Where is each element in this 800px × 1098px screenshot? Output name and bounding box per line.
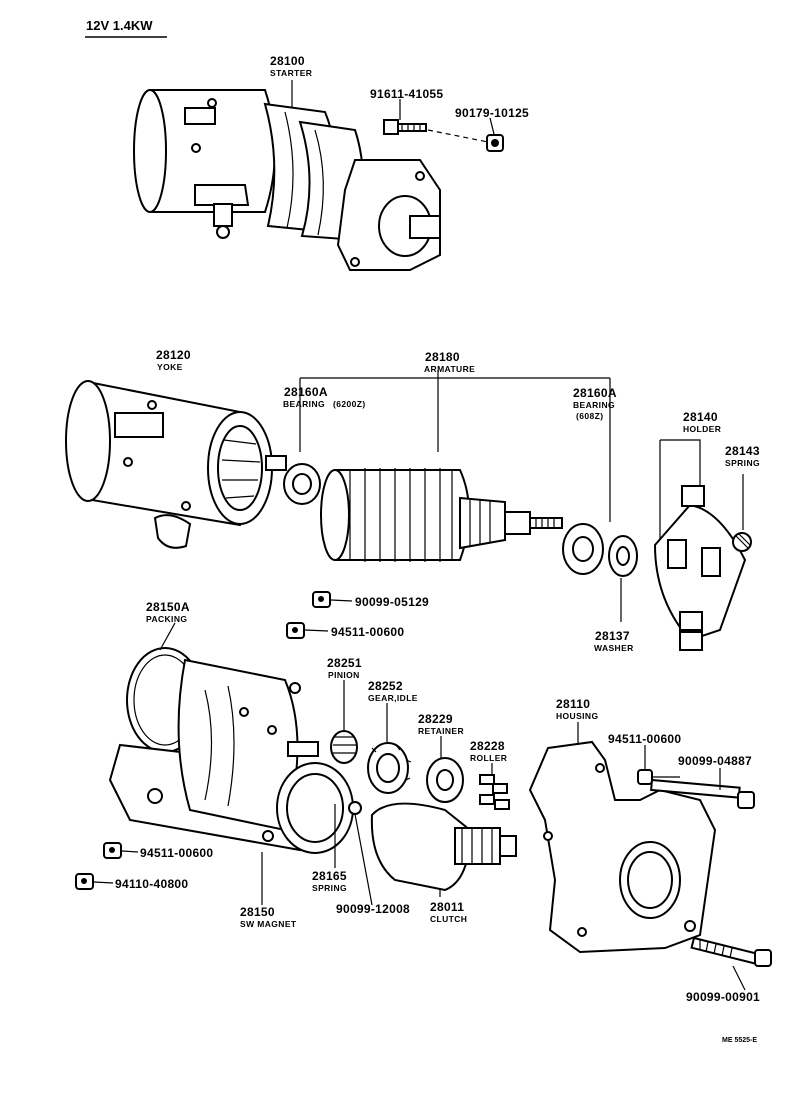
label-sw-magnet-num: 28150 [240,905,275,919]
label-roller-name: ROLLER [470,753,507,763]
label-armature-num: 28180 [425,350,460,364]
label-pinion-num: 28251 [327,656,362,670]
label-armature-name: ARMATURE [424,364,475,374]
washer-drawing [608,535,638,577]
label-gear-idle-num: 28252 [368,679,403,693]
label-clutch-num: 28011 [430,900,464,914]
label-packing-name: PACKING [146,614,187,624]
label-holder-num: 28140 [683,410,718,424]
label-nut-00600c: 94511-00600 [140,846,213,860]
label-washer-name: WASHER [594,643,634,653]
label-pinion-name: PINION [328,670,360,680]
holder-drawing [653,485,752,651]
label-ball: 90099-12008 [336,902,410,916]
bearing-left-drawing [283,463,321,505]
label-spring-b-name: SPRING [725,458,760,468]
housing-drawing [528,740,717,954]
label-housing-name: HOUSING [556,711,598,721]
label-bolt-top: 91611-41055 [370,87,443,101]
label-nut-00600a: 94511-00600 [331,625,404,639]
gear-idle-drawing [367,742,412,794]
nut-40800-drawing [75,873,114,890]
label-retainer-name: RETAINER [418,726,464,736]
label-nut-00600b: 94511-00600 [608,732,681,746]
label-starter-num: 28100 [270,54,305,68]
label-nut-40800: 94110-40800 [115,877,188,891]
diagram-code: ME 5525-E [722,1037,757,1044]
label-gear-idle-name: GEAR,IDLE [368,693,418,703]
armature-drawing [320,468,563,562]
label-housing-num: 28110 [556,697,590,711]
label-washer-num: 28137 [595,629,630,643]
label-clutch-name: CLUTCH [430,914,467,924]
label-sw-magnet-name: SW MAGNET [240,919,297,929]
clutch-drawing [348,801,517,892]
label-bearing-l-spec: (6200Z) [333,399,366,409]
label-bearing-r-name: BEARING [573,400,615,410]
diagram-title: 12V 1.4KW [86,18,153,33]
label-nut-top: 90179-10125 [455,106,529,120]
nut-05129-drawing [312,591,353,608]
yoke-drawing [65,380,287,549]
label-bolt-04887: 90099-04887 [678,754,752,768]
label-bearing-l-num: 28160A [284,385,328,399]
label-holder-name: HOLDER [683,424,721,434]
label-packing-num: 28150A [146,600,190,614]
label-roller-num: 28228 [470,739,505,753]
label-spring-s-name: SPRING [312,883,347,893]
label-starter-name: STARTER [270,68,312,78]
retainer-drawing [426,757,464,803]
label-retainer-num: 28229 [418,712,453,726]
sw-magnet-drawing [108,647,354,854]
nut-00600a-drawing [286,622,329,639]
nut-00600c-drawing [103,842,139,859]
label-bearing-r-spec: (608Z) [576,411,603,421]
label-bolt-00901: 90099-00901 [686,990,760,1004]
label-spring-b-num: 28143 [725,444,760,458]
label-bearing-r-num: 28160A [573,386,617,400]
bearing-right-drawing [562,523,604,575]
pinion-drawing [330,730,358,764]
roller-drawing [479,774,510,810]
bolt-00901-drawing [690,936,772,967]
label-yoke-num: 28120 [156,348,191,362]
starter-assembly-drawing [133,89,504,271]
label-yoke-name: YOKE [157,362,183,372]
label-spring-s-num: 28165 [312,869,347,883]
label-nut-05129: 90099-05129 [355,595,429,609]
label-bearing-l-name: BEARING [283,399,325,409]
bolt-04887-drawing [637,769,755,809]
